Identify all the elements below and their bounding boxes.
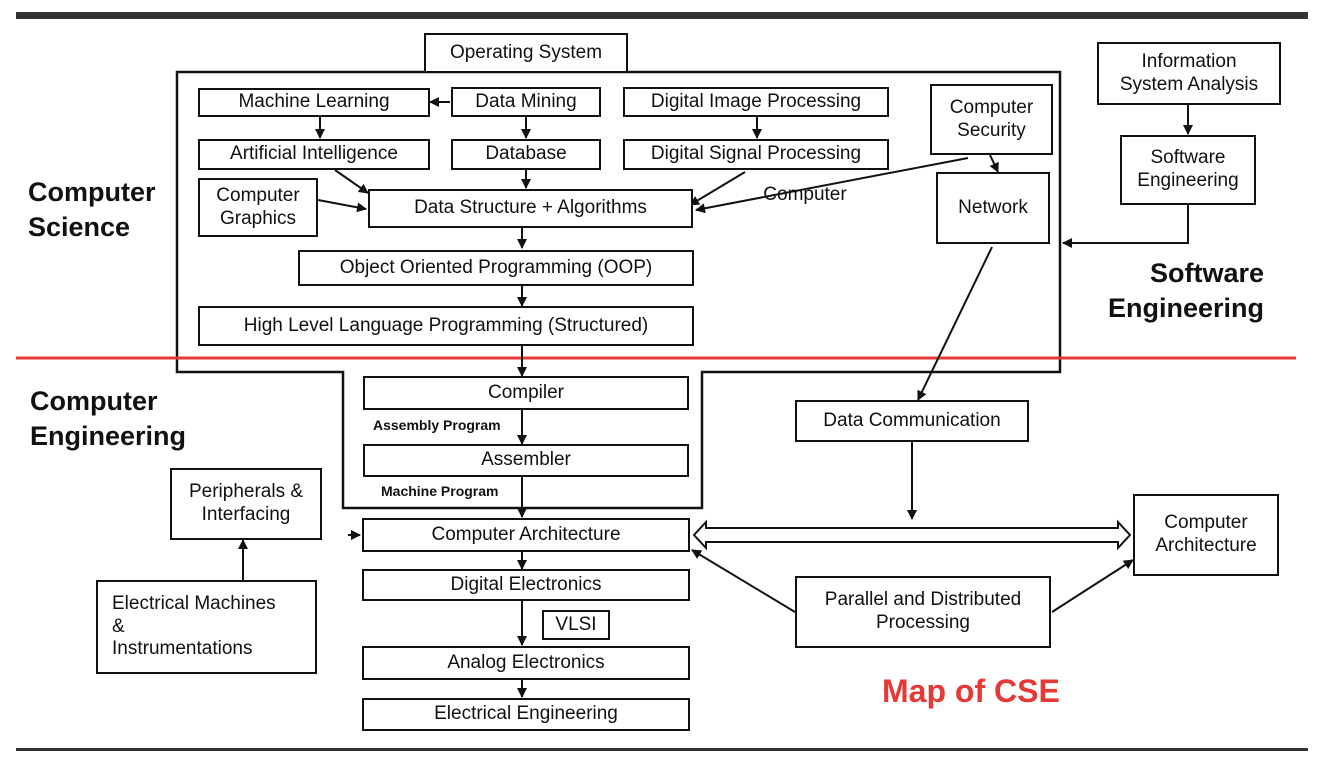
- node-electrical-machines: Electrical Machines & Instrumentations: [96, 580, 317, 674]
- region-computer-engineering: Computer Engineering: [30, 386, 187, 452]
- arrow-security-network: [989, 154, 999, 173]
- node-digital-electronics: Digital Electronics: [362, 569, 690, 601]
- node-data-structure-algorithms: Data Structure + Algorithms: [368, 189, 693, 228]
- map-title: Map of CSE: [882, 673, 1060, 709]
- node-software-engineering: Software Engineering: [1120, 135, 1256, 205]
- node-network: Network: [936, 172, 1050, 244]
- top-rule: [16, 12, 1308, 19]
- arrow-parallel-car: [1051, 559, 1134, 613]
- arrow-dsp-ds: [689, 171, 746, 206]
- bottom-rule: [16, 748, 1308, 751]
- cs-region-outline: [175, 70, 1062, 510]
- node-digital-signal-processing: Digital Signal Processing: [623, 139, 889, 170]
- label-assembly-program: Assembly Program: [373, 417, 501, 433]
- node-data-communication: Data Communication: [795, 400, 1029, 442]
- arrow-parallel-ca: [691, 549, 796, 613]
- node-operating-system: Operating System: [424, 33, 628, 73]
- node-artificial-intelligence: Artificial Intelligence: [198, 139, 430, 170]
- node-digital-image-processing: Digital Image Processing: [623, 87, 889, 117]
- node-compiler: Compiler: [363, 376, 689, 410]
- arrow-network-dc: [917, 246, 993, 401]
- arrow-security-ds: [695, 157, 969, 214]
- node-computer-graphics: Computer Graphics: [198, 178, 318, 237]
- node-peripherals-interfacing: Peripherals & Interfacing: [170, 468, 322, 540]
- node-vlsi: VLSI: [542, 610, 610, 640]
- label-computer: Computer: [763, 183, 847, 205]
- node-analog-electronics: Analog Electronics: [362, 646, 690, 680]
- region-software-engineering: Software Engineering: [1108, 258, 1265, 324]
- node-electrical-engineering: Electrical Engineering: [362, 698, 690, 731]
- label-machine-program: Machine Program: [381, 483, 499, 499]
- arrow-se-cs: [1062, 205, 1189, 248]
- double-arrow-ca-link: [692, 519, 1132, 551]
- node-computer-architecture: Computer Architecture: [362, 518, 690, 552]
- node-computer-security: Computer Security: [930, 84, 1053, 155]
- node-high-level-language: High Level Language Programming (Structu…: [198, 306, 694, 346]
- node-computer-architecture-right: Computer Architecture: [1133, 494, 1279, 576]
- node-data-mining: Data Mining: [451, 87, 601, 117]
- node-assembler: Assembler: [363, 444, 689, 477]
- arrow-graphics-ds: [317, 199, 367, 213]
- node-machine-learning: Machine Learning: [198, 88, 430, 117]
- node-database: Database: [451, 139, 601, 170]
- node-information-system-analysis: Information System Analysis: [1097, 42, 1281, 105]
- node-oop: Object Oriented Programming (OOP): [298, 250, 694, 286]
- arrow-ai-ds: [334, 169, 369, 194]
- region-computer-science: Computer Science: [28, 177, 156, 243]
- node-parallel-distributed: Parallel and Distributed Processing: [795, 576, 1051, 648]
